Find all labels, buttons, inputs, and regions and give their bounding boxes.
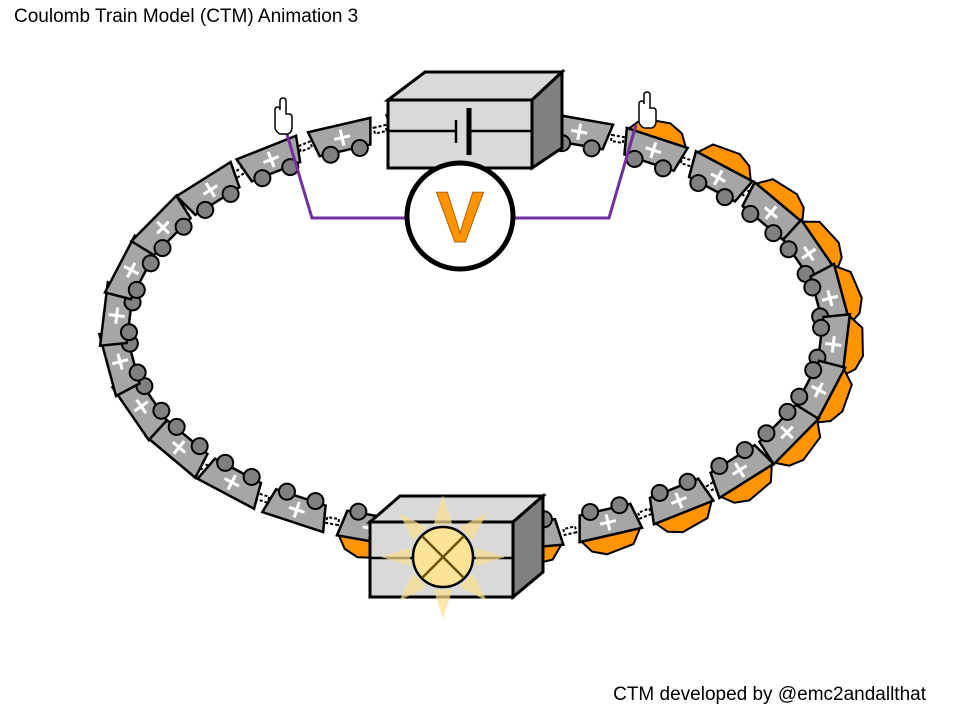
voltmeter-dial: [404, 160, 516, 272]
wagon-wheel: [119, 323, 138, 342]
wagon-wheel: [710, 457, 729, 476]
wagon-body: [757, 403, 821, 467]
wagon-wheel: [764, 224, 783, 243]
wagon-body: [687, 149, 755, 203]
lamp-glow-ray: [399, 573, 427, 601]
wagon-energized: +: [790, 359, 853, 427]
wagon-energized: +: [808, 312, 864, 380]
wagon-wheel: [735, 441, 754, 460]
page-title: Coulomb Train Model (CTM) Animation 3: [14, 6, 359, 27]
wagon-wheel: [581, 502, 600, 521]
credit-text: CTM developed by @emc2andallthat: [613, 684, 926, 705]
wagon-wheel: [306, 492, 325, 511]
wagon-empty: +: [97, 331, 147, 398]
lamp-glow-ray: [381, 547, 411, 567]
lamp-glow-ray: [433, 589, 453, 619]
lamp-glow-ray: [459, 573, 487, 601]
wagon-energized: +: [687, 143, 755, 207]
wagon-wheel: [678, 472, 697, 491]
wagon-wheel: [582, 139, 601, 158]
voltmeter-probe-wire-right: [515, 124, 638, 220]
wagon-wheel: [610, 496, 629, 515]
wagon-empty: +: [234, 133, 302, 188]
battery-box-front: [386, 98, 534, 170]
wagon-wheel: [127, 280, 146, 299]
wagon-wheel: [778, 402, 797, 421]
wagon-empty: +: [306, 116, 372, 164]
wagon-wheel: [350, 139, 369, 158]
wagon-wheel: [715, 188, 734, 207]
wagon-wheel: [650, 483, 669, 502]
wagon-wheel: [804, 361, 823, 380]
lamp-glow-ray: [399, 513, 427, 541]
battery-box: [383, 68, 566, 171]
wagon-empty: +: [98, 280, 142, 348]
wagon-coupling: [372, 123, 388, 135]
wagon-wheel: [253, 169, 272, 188]
wagon-body: [174, 160, 241, 217]
wagon-wheel: [277, 482, 296, 501]
wagon-body: [195, 457, 263, 511]
lamp-cross-b: [421, 535, 465, 579]
wagon-wheel: [153, 239, 172, 258]
wagon-energized: +: [709, 441, 776, 504]
wagon-energized: +: [757, 402, 822, 467]
wagon-body: [260, 487, 327, 534]
wagon-body: [648, 477, 716, 527]
wagon-wheel: [654, 159, 673, 178]
lamp-glow-ray: [433, 495, 453, 525]
wagon-wheel: [174, 217, 193, 236]
wagon-body: [234, 133, 302, 183]
wagon-energized: +: [779, 217, 843, 284]
wagon-wheel: [128, 363, 147, 382]
wagon-energized: +: [648, 472, 716, 534]
wagon-empty: +: [195, 453, 263, 511]
wagon-wheel: [216, 453, 235, 472]
wagon-wheel: [196, 200, 215, 219]
wagon-empty: +: [260, 482, 327, 534]
lamp-glow-ray: [475, 547, 505, 567]
wagon-coupling: [609, 133, 625, 145]
voltmeter-probe-wire-left: [281, 120, 405, 220]
wagon-wheel: [689, 174, 708, 193]
lamp-box: [365, 492, 548, 619]
probe-hand-icon-left: [274, 97, 293, 135]
voltmeter-label: V: [436, 178, 484, 258]
wagon-wheel: [242, 467, 261, 486]
wagon-wheel: [779, 240, 798, 259]
wagon-wheel: [190, 437, 209, 456]
wagon-coupling: [297, 140, 314, 153]
wagon-wheel: [757, 424, 776, 443]
wagon-body: [623, 126, 690, 173]
wagon-wheel: [741, 204, 760, 223]
wagon-coupling: [562, 525, 578, 537]
wagon-wheel: [167, 417, 186, 436]
wagon-body: [709, 443, 776, 500]
wagon-body: [129, 193, 193, 257]
voltmeter: V: [404, 160, 516, 272]
wagon-wheel: [152, 401, 171, 420]
lamp-glow-ray: [459, 513, 487, 541]
wagon-wheel: [803, 278, 822, 297]
probe-hand-icon-right: [638, 91, 657, 129]
wagon-energized: +: [578, 496, 644, 556]
wagon-wheel: [221, 184, 240, 203]
wagon-wheel: [812, 318, 831, 337]
wagon-coupling: [325, 515, 341, 527]
wagon-coupling: [636, 507, 653, 520]
wagon-wheel: [349, 502, 368, 521]
wagon-wheel: [321, 145, 340, 164]
lamp-glow-rays: [381, 495, 505, 619]
